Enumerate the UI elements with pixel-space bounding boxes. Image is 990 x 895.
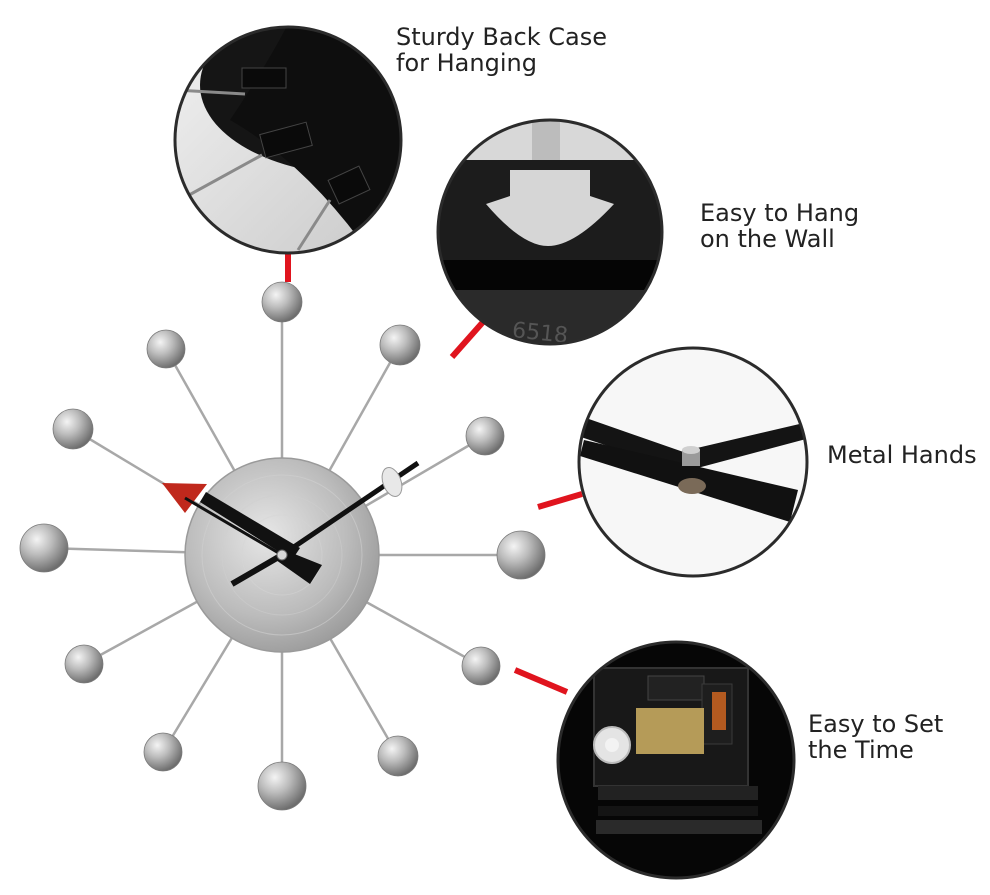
clock-ball [379,324,421,366]
clock-ball [261,281,303,323]
clock-ball [64,644,104,684]
connector-hands [537,491,583,510]
connector-hang [449,320,486,359]
feature-label-back-case-line2: for Hanging [396,49,537,77]
connector-lines [285,253,583,695]
feature-label-hang-line1: Easy to Hang [700,199,860,227]
connector-set-time [513,667,569,695]
clock-ball [257,761,307,811]
clock-ball [19,523,69,573]
second-hand [162,460,420,558]
clock-ball [377,735,419,777]
feature-label-set-time: Easy to Set the Time [808,711,943,763]
lens-back-case [173,25,403,255]
clock-ball [461,646,501,686]
clock-ball [146,329,186,369]
clock-ball [496,530,546,580]
feature-label-hands-line1: Metal Hands [827,441,977,469]
feature-label-hang-line2: on the Wall [700,225,835,253]
feature-label-set-time-line2: the Time [808,736,914,764]
feature-label-set-time-line1: Easy to Set [808,710,944,738]
lens-metal-hands [577,346,809,578]
clock-ball [143,732,183,772]
feature-label-hang: Easy to Hang on the Wall [700,200,859,252]
feature-label-back-case-line1: Sturdy Back Case [396,23,607,51]
feature-label-back-case: Sturdy Back Case for Hanging [396,24,607,76]
clock-ball [465,416,505,456]
clock-hands [200,492,322,587]
lens-hang: 6518 [436,118,664,346]
lens-set-time [556,640,796,880]
clock-ball [52,408,94,450]
feature-label-hands: Metal Hands [827,442,977,468]
